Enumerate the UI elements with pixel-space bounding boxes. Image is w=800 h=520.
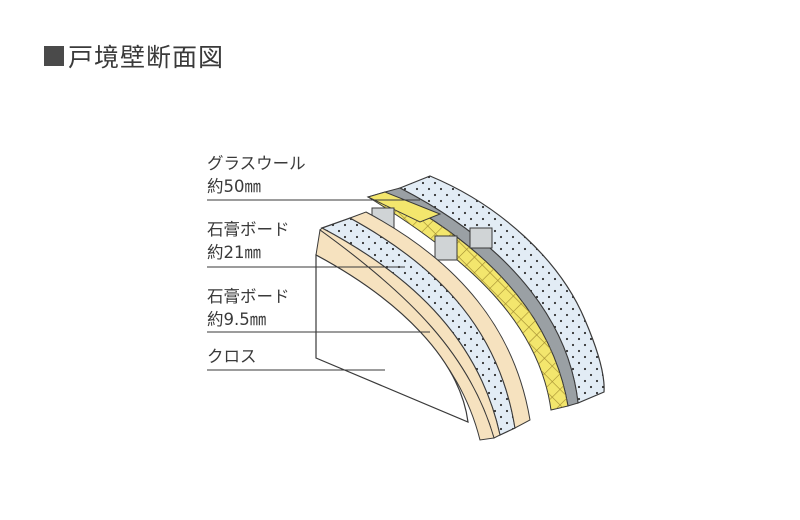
leader-lines <box>207 199 430 371</box>
label-gypsum-21: 石膏ボード 約21㎜ <box>207 218 290 264</box>
label-glass-wool-name: グラスウール <box>207 154 306 173</box>
title-square-marker <box>44 46 64 66</box>
page-title: 戸境壁断面図 <box>44 38 224 74</box>
label-glass-wool: グラスウール 約50㎜ <box>207 152 306 198</box>
label-gypsum-21-name: 石膏ボード <box>207 220 290 239</box>
far-gypsum-board <box>383 175 605 407</box>
title-text: 戸境壁断面図 <box>68 43 225 72</box>
label-cloth-name: クロス <box>207 347 257 366</box>
label-gypsum-9-5-thickness: 約9.5㎜ <box>207 310 267 329</box>
label-gypsum-9-5: 石膏ボード 約9.5㎜ <box>207 285 290 331</box>
cloth-layer <box>315 229 495 441</box>
label-gypsum-21-thickness: 約21㎜ <box>207 243 261 262</box>
label-gypsum-9-5-name: 石膏ボード <box>207 287 290 306</box>
label-glass-wool-thickness: 約50㎜ <box>207 177 261 196</box>
label-cloth: クロス <box>207 345 257 368</box>
